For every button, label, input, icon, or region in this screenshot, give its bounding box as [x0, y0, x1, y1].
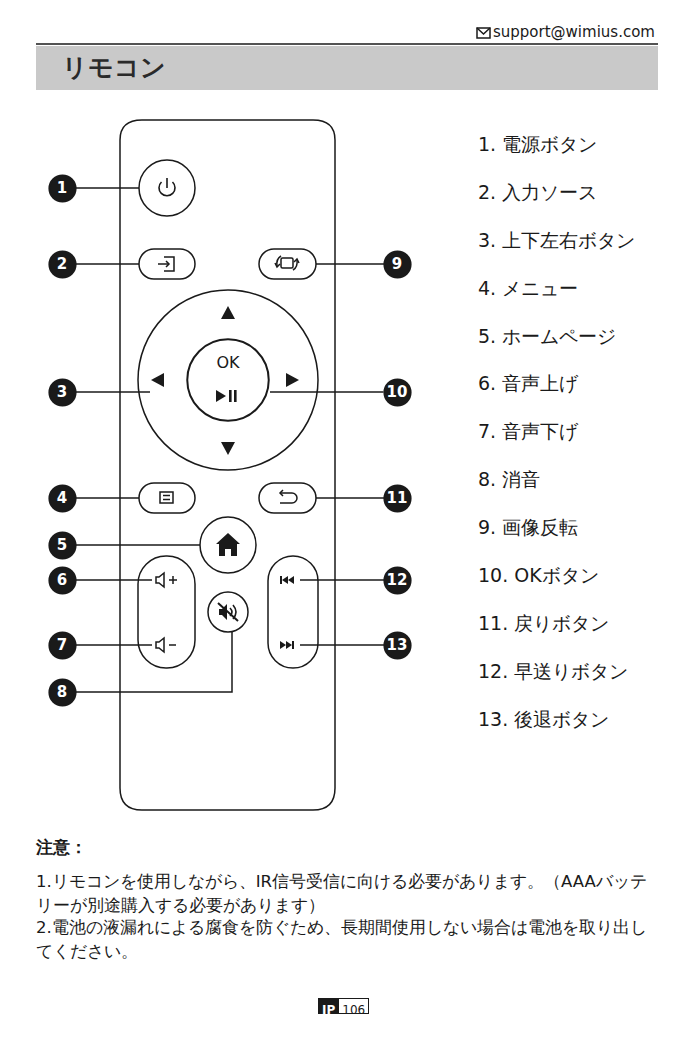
callout-text: 6	[57, 573, 67, 588]
callout-text: 1	[57, 181, 67, 196]
callout-text: 13	[387, 638, 408, 653]
ok-button: OK	[186, 338, 270, 422]
callout-number: 4	[49, 485, 76, 512]
note-text: 1.リモコンを使用しながら、IR信号受信に向ける必要があります。（AAAバッテリ…	[36, 870, 660, 918]
callout-number: 7	[49, 632, 76, 659]
legend-item: 11. 戻りボタン	[478, 612, 609, 636]
legend-item: 4. メニュー	[478, 277, 578, 301]
legend-item: 10. OKボタン	[478, 564, 599, 588]
legend-item: 5. ホームページ	[478, 325, 616, 349]
callout-text: 2	[57, 257, 67, 272]
callout-text: 9	[392, 257, 402, 272]
callout-number: 3	[49, 379, 76, 406]
legend-item: 1. 電源ボタン	[478, 133, 597, 157]
tag-text: 106	[342, 1003, 365, 1017]
callout-number: 8	[49, 679, 76, 706]
legend-item: 13. 後退ボタン	[478, 708, 609, 732]
button-text: OK	[186, 354, 270, 372]
callout-number: 12	[384, 567, 411, 594]
tag-text: JP	[322, 1003, 335, 1017]
callout-text: 12	[387, 573, 408, 588]
callout-text: 10	[387, 385, 408, 400]
legend-item: 8. 消音	[478, 468, 540, 492]
legend-item: 7. 音声下げ	[478, 420, 578, 444]
callout-text: 7	[57, 638, 67, 653]
callout-number: 10	[384, 379, 411, 406]
legend-item: 3. 上下左右ボタン	[478, 229, 635, 253]
callout-number: 2	[49, 251, 76, 278]
language-tag: JP	[318, 998, 339, 1014]
legend-item: 6. 音声上げ	[478, 372, 578, 396]
callout-number: 1	[49, 175, 76, 202]
legend-item: 12. 早送りボタン	[478, 660, 628, 684]
title-band: リモコン	[36, 46, 658, 90]
callout-text: 11	[387, 491, 408, 506]
callout-number: 11	[384, 485, 411, 512]
title-text: リモコン	[62, 50, 632, 86]
page-number: 106	[338, 998, 369, 1014]
email: support@wimius.com	[493, 23, 655, 42]
callout-text: 3	[57, 385, 67, 400]
note-text: 2.電池の液漏れによる腐食を防ぐため、長期間使用しない場合は電池を取り出してくだ…	[36, 916, 660, 964]
legend-item: 9. 画像反転	[478, 516, 578, 540]
legend-item: 2. 入力ソース	[478, 181, 597, 205]
callout-number: 13	[384, 632, 411, 659]
leader-line	[270, 392, 384, 393]
callout-number: 6	[49, 567, 76, 594]
circle-outline	[186, 338, 270, 422]
callout-text: 8	[57, 685, 67, 700]
callout-number: 5	[49, 532, 76, 559]
note-heading: 注意：	[36, 837, 87, 858]
callout-text: 5	[57, 538, 67, 553]
callout-text: 4	[57, 491, 67, 506]
callout-number: 9	[384, 251, 411, 278]
